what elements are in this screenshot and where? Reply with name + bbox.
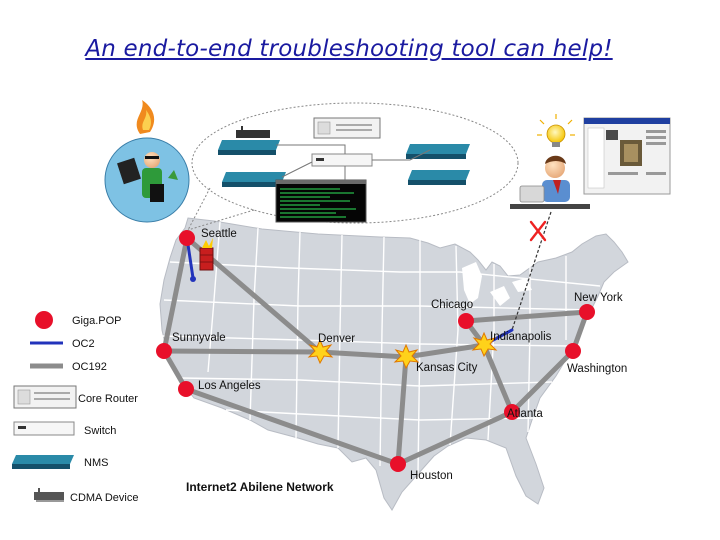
city-label-los-angeles: Los Angeles: [198, 380, 261, 392]
gigapop-atlanta[interactable]: [504, 404, 520, 420]
operator-link: [511, 211, 552, 331]
gigapop-washington[interactable]: [565, 343, 581, 359]
link-seattle-sunnyvale: [161, 235, 190, 354]
user-head: [144, 152, 160, 168]
frustrated-user-illustration: [104, 100, 190, 223]
city-label-atlanta: Atlanta: [507, 408, 543, 420]
gigapop-chicago[interactable]: [458, 313, 474, 329]
svg-text:OC2: OC2: [72, 338, 95, 350]
us-map: [159, 217, 629, 511]
city-label-denver: Denver: [318, 333, 355, 345]
city-label-seattle: Seattle: [201, 228, 237, 240]
link-la-houston: [183, 386, 401, 467]
firewall-icon: [199, 238, 214, 271]
city-label-sunnyvale: Sunnyvale: [172, 332, 226, 344]
burst-denver: [307, 338, 334, 365]
oc2-endpoint: [190, 276, 196, 282]
link-houston-atlanta: [395, 409, 515, 467]
fault-x-icon: [529, 220, 547, 242]
legend: Giga.POP OC2 OC192 Core Router Switch: [12, 311, 138, 504]
legend-item-nms: NMS: [12, 455, 108, 469]
gigapop-seattle[interactable]: [179, 230, 195, 246]
operator-monitor-icon: [519, 185, 545, 203]
link-sunnyvale-denver: [161, 348, 323, 355]
link-atlanta-washington: [509, 348, 576, 415]
us-map-silhouette: [159, 217, 629, 511]
congestion-burst-icons: [307, 331, 498, 370]
link-chicago-newyork: [463, 309, 590, 324]
cdma-device-icon: [236, 126, 270, 138]
nms-icon: [408, 170, 470, 185]
core-router-icon: [13, 385, 77, 409]
nms-icon: [406, 144, 470, 159]
gigapop-houston[interactable]: [390, 456, 406, 472]
operator-desk: [510, 204, 590, 209]
gigapop-sunnyvale[interactable]: [156, 343, 172, 359]
switch-icon: [311, 153, 373, 167]
operator-illustration: [510, 114, 590, 209]
legend-item-gigapop: Giga.POP: [35, 311, 122, 329]
svg-text:NMS: NMS: [84, 457, 108, 469]
svg-text:CDMA Device: CDMA Device: [70, 492, 138, 504]
link-indianapolis-atlanta: [481, 342, 515, 415]
gigapop-los-angeles[interactable]: [178, 381, 194, 397]
city-label-indianapolis: Indianapolis: [490, 331, 552, 343]
lightbulb-icon: [546, 124, 566, 144]
device-callout: [187, 102, 519, 231]
operator-shirt: [542, 180, 570, 202]
gigapop-new-york[interactable]: [579, 304, 595, 320]
legend-item-oc2: OC2: [30, 338, 95, 350]
core-router-icon: [313, 117, 381, 139]
cdma-device-icon: [34, 488, 64, 502]
legend-item-core-router: Core Router: [13, 385, 138, 409]
burst-indianapolis: [471, 331, 498, 358]
burst-kansascity: [393, 343, 420, 370]
link-kansascity-houston: [395, 354, 409, 467]
nms-icon: [12, 455, 74, 469]
city-label-chicago: Chicago: [431, 299, 473, 311]
legend-item-cdma-device: CDMA Device: [34, 488, 138, 504]
nms-icon: [218, 140, 280, 155]
operator-head: [545, 158, 565, 178]
link-kansascity-indianapolis: [403, 342, 487, 360]
svg-text:OC192: OC192: [72, 361, 107, 373]
svg-text:Switch: Switch: [84, 425, 116, 437]
city-label-washington: Washington: [567, 363, 627, 375]
gigapop-dot: [35, 311, 53, 329]
link-denver-kansascity: [317, 349, 409, 360]
city-label-new-york: New York: [574, 292, 623, 304]
nms-icon: [222, 172, 286, 187]
legend-item-oc192: OC192: [30, 361, 107, 373]
svg-text:Core Router: Core Router: [78, 393, 138, 405]
handheld-device-icon: [150, 184, 164, 202]
city-labels: Seattle Sunnyvale Los Angeles Denver Kan…: [172, 228, 627, 482]
gigapop-nodes: [156, 230, 595, 472]
svg-text:Giga.POP: Giga.POP: [72, 315, 122, 327]
wall-picture-icon: [117, 157, 141, 185]
city-label-houston: Houston: [410, 470, 453, 482]
legend-item-switch: Switch: [13, 421, 116, 437]
slide-title: An end-to-end troubleshooting tool can h…: [85, 36, 613, 62]
network-label: Internet2 Abilene Network: [186, 480, 334, 494]
tool-screenshot-thumbnail: [583, 117, 671, 195]
switch-icon: [13, 421, 75, 436]
terminal-window-icon: [275, 179, 367, 223]
great-lakes: [462, 262, 532, 306]
city-label-kansas-city: Kansas City: [416, 362, 478, 374]
